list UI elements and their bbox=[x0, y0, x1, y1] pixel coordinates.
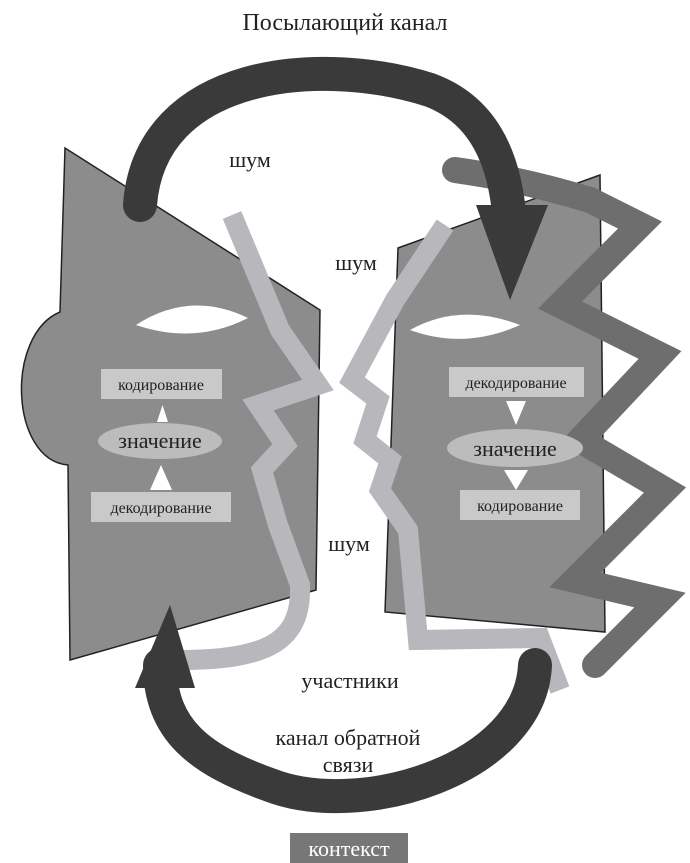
right-meaning-ellipse bbox=[447, 429, 583, 467]
left-up-arrow-2 bbox=[150, 465, 172, 490]
noise-label-middle: шум bbox=[335, 250, 377, 275]
feedback-channel-arrowhead bbox=[135, 605, 195, 688]
right-down-arrow-1 bbox=[506, 401, 526, 425]
left-up-arrow-1 bbox=[157, 405, 168, 422]
left-eye bbox=[136, 305, 248, 334]
right-decoding-label: декодирование bbox=[465, 375, 566, 392]
left-meaning-label: значение bbox=[118, 428, 202, 453]
right-down-arrow-2 bbox=[504, 470, 528, 490]
context-box bbox=[290, 833, 408, 863]
feedback-channel-arrow bbox=[143, 648, 552, 814]
left-encoding-box bbox=[101, 369, 222, 399]
right-encoding-label: кодирование bbox=[477, 498, 563, 515]
feedback-channel-label-line1: канал обратной bbox=[276, 725, 421, 750]
right-decoding-box bbox=[449, 367, 584, 397]
noise-label-bottom: шум bbox=[328, 531, 370, 556]
left-encoding-label: кодирование bbox=[118, 377, 204, 394]
participants-label: участники bbox=[301, 668, 398, 693]
context-label: контекст bbox=[308, 836, 390, 861]
right-encoding-box bbox=[460, 490, 580, 520]
title-sending-channel: Посылающий канал bbox=[242, 10, 447, 36]
left-head bbox=[20, 146, 321, 661]
left-decoding-box bbox=[91, 492, 231, 522]
right-meaning-label: значение bbox=[473, 436, 557, 461]
left-meaning-ellipse bbox=[98, 423, 222, 459]
left-light-band bbox=[179, 211, 334, 670]
sending-channel-arrow bbox=[123, 56, 527, 242]
right-light-band bbox=[339, 219, 570, 694]
noise-label-top: шум bbox=[229, 147, 271, 172]
left-decoding-label: декодирование bbox=[110, 500, 211, 517]
right-zigzag-band bbox=[442, 157, 687, 678]
feedback-channel-label-line2: связи bbox=[323, 752, 374, 777]
right-eye bbox=[410, 314, 520, 339]
sending-channel-arrowhead bbox=[476, 205, 548, 300]
